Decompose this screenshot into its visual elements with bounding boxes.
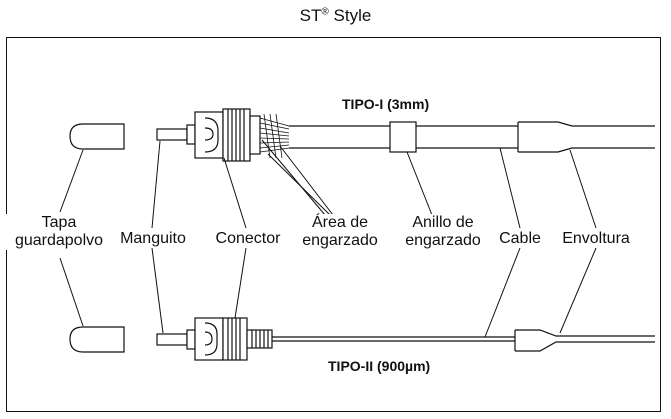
diagram-title: ST® Style: [299, 6, 372, 25]
label-dust-cap: Tapa guardapolvo: [4, 214, 114, 250]
cable-bottom: [272, 329, 655, 352]
ferrule-top: [156, 124, 196, 145]
connector-bottom: [194, 317, 273, 361]
crimp-area-fibers-top: [259, 113, 290, 159]
registered-mark: ®: [321, 6, 329, 18]
label-boot: Envoltura: [556, 230, 636, 248]
type1-label: TIPO-I (3mm): [342, 96, 430, 112]
leader-lines: [59, 139, 597, 338]
label-ferrule: Manguito: [114, 230, 192, 248]
label-crimp-ring: Anillo de engarzado: [400, 214, 486, 250]
connector-top: [194, 108, 261, 162]
dust-cap-top: [69, 123, 125, 150]
type2-label: TIPO-II (900µm): [328, 358, 431, 374]
cable-top: [289, 121, 655, 153]
dust-cap-bottom: [69, 326, 125, 353]
label-connector: Conector: [210, 230, 286, 248]
label-crimp-area: Área de engarzado: [297, 214, 383, 250]
label-cable: Cable: [494, 230, 546, 248]
